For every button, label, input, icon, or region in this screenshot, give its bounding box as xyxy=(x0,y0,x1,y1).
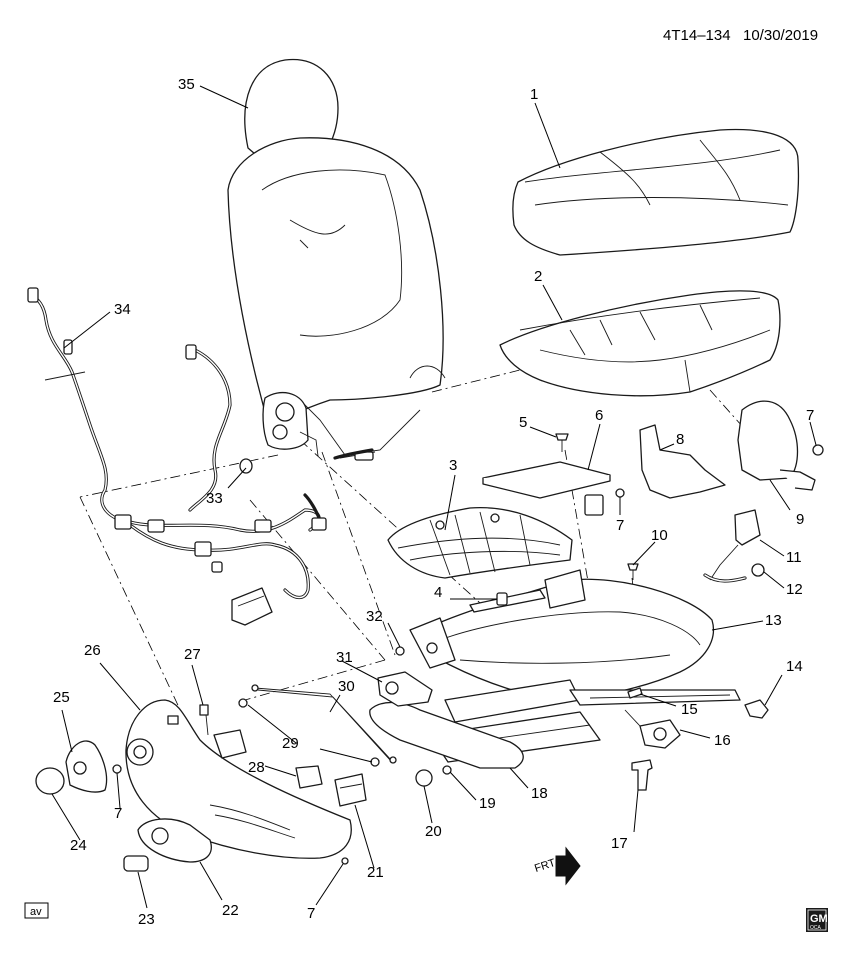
cap-20 xyxy=(415,769,433,787)
callout-30: 30 xyxy=(338,678,355,695)
gm-logo: GM OCA xyxy=(806,908,828,932)
diagram-code: 4T14–134 xyxy=(663,27,731,44)
callout-19: 19 xyxy=(479,795,496,812)
callout-6: 6 xyxy=(595,407,603,424)
callout-4: 4 xyxy=(434,584,442,601)
svg-text:OCA: OCA xyxy=(810,925,822,931)
outer-trim-9 xyxy=(737,400,816,491)
callout-22: 22 xyxy=(222,902,239,919)
callout-7-bottom: 7 xyxy=(307,905,315,922)
callout-26: 26 xyxy=(84,642,101,659)
callout-33: 33 xyxy=(206,490,223,507)
cushion-suspension xyxy=(387,506,573,579)
screw-5 xyxy=(555,433,569,452)
callout-1: 1 xyxy=(530,86,538,103)
switch-28 xyxy=(295,765,323,789)
connector-27 xyxy=(199,704,247,759)
callout-7-mid: 7 xyxy=(616,517,624,534)
cap-24 xyxy=(35,767,65,795)
nut-7-upper xyxy=(812,444,824,456)
front-label: FRT xyxy=(533,857,557,875)
screw-19 xyxy=(442,765,452,775)
motor-31 xyxy=(377,671,433,707)
nut-12 xyxy=(751,563,765,577)
callout-7-upper: 7 xyxy=(806,407,814,424)
callout-29: 29 xyxy=(282,735,299,752)
bolt-15 xyxy=(627,687,643,699)
callout-3: 3 xyxy=(449,457,457,474)
callout-28: 28 xyxy=(248,759,265,776)
callout-14: 14 xyxy=(786,658,803,675)
grommet-33 xyxy=(239,458,253,474)
corner-tag-text: av xyxy=(30,906,42,918)
callout-5: 5 xyxy=(519,414,527,431)
corner-tag: av xyxy=(24,902,49,919)
motor-16 xyxy=(624,709,681,749)
callout-13: 13 xyxy=(765,612,782,629)
callout-25: 25 xyxy=(53,689,70,706)
screw-32 xyxy=(395,646,405,656)
callout-8: 8 xyxy=(676,431,684,448)
callout-31: 31 xyxy=(336,649,353,666)
knob-23 xyxy=(123,855,149,872)
callout-34: 34 xyxy=(114,301,131,318)
switch-21 xyxy=(334,773,367,807)
clip-14 xyxy=(744,699,769,719)
callout-11: 11 xyxy=(786,549,802,566)
callout-23: 23 xyxy=(138,911,155,928)
callout-16: 16 xyxy=(714,732,731,749)
seatback-harness-lead xyxy=(333,448,374,460)
outer-side-shield xyxy=(125,699,352,859)
seat-belt-buckle xyxy=(703,509,761,583)
leader-lines xyxy=(51,85,817,909)
callout-20: 20 xyxy=(425,823,442,840)
callout-21: 21 xyxy=(367,864,384,881)
screw-29b xyxy=(370,757,380,767)
front-direction-arrow: FRT xyxy=(533,846,581,886)
harness-connector xyxy=(231,587,273,626)
svg-text:GM: GM xyxy=(810,913,828,925)
seat-frame xyxy=(409,569,714,701)
callout-7-left: 7 xyxy=(114,805,122,822)
rod-30 xyxy=(251,684,397,764)
callout-2: 2 xyxy=(534,268,542,285)
bolt-10 xyxy=(627,563,639,580)
callout-27: 27 xyxy=(184,646,201,663)
spacer-4 xyxy=(496,592,508,606)
bracket-17 xyxy=(631,759,653,791)
screw-29a xyxy=(238,698,248,708)
seat-sensor-module xyxy=(482,461,611,516)
switch-bezel-22 xyxy=(137,818,212,863)
wiring-harness-34 xyxy=(27,287,327,600)
screw-7-bottom xyxy=(341,857,349,865)
seat-cushion-pad xyxy=(499,290,781,397)
callout-18: 18 xyxy=(531,785,548,802)
callout-10: 10 xyxy=(651,527,668,544)
callout-9: 9 xyxy=(796,511,804,528)
nut-7-mid xyxy=(615,488,625,498)
screw-7-left xyxy=(112,764,122,774)
callout-32: 32 xyxy=(366,608,383,625)
handle-25 xyxy=(65,740,108,793)
trim-cover-8 xyxy=(639,424,726,499)
seatback xyxy=(227,137,446,461)
callout-17: 17 xyxy=(611,835,628,852)
clip-26 xyxy=(167,715,179,725)
diagram-date: 10/30/2019 xyxy=(743,27,818,44)
seat-cushion-cover xyxy=(512,128,800,256)
callout-15: 15 xyxy=(681,701,698,718)
callout-24: 24 xyxy=(70,837,87,854)
callout-labels: 35 1 2 34 5 6 7 8 3 33 9 7 10 11 12 4 32… xyxy=(53,76,814,928)
recliner-mechanism xyxy=(262,391,319,457)
callout-12: 12 xyxy=(786,581,803,598)
callout-35: 35 xyxy=(178,76,195,93)
